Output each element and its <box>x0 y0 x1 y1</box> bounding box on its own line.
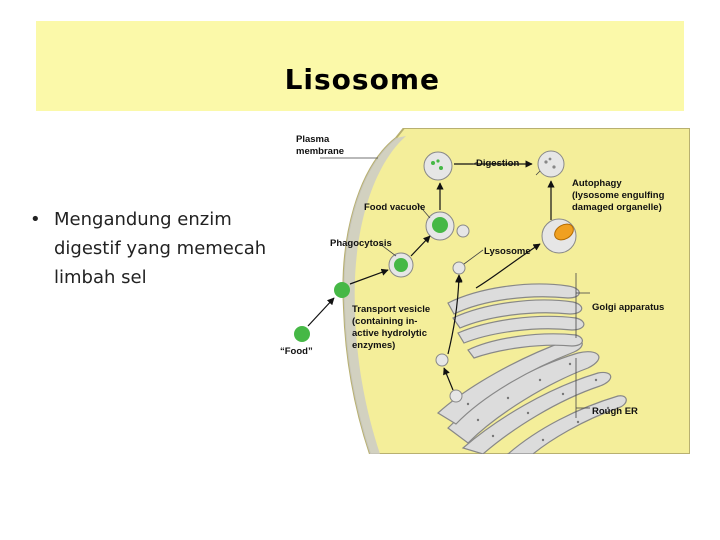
transport-vesicle-low <box>449 389 463 403</box>
autophagy-vesicle <box>541 218 577 254</box>
golgi-apparatus <box>447 283 585 359</box>
lysosome-label: Lysosome <box>484 246 531 257</box>
slide-title: Lisosome <box>284 63 440 96</box>
food-label: “Food” <box>280 346 313 357</box>
food-vacuole-label: Food vacuole <box>364 202 425 213</box>
autophagy-label-1: Autophagy <box>572 178 622 189</box>
digestion-label: Digestion <box>476 158 519 169</box>
label-leaders <box>320 157 590 418</box>
transport-food-vesicle <box>294 282 350 342</box>
phagocytosis-label: Phagocytosis <box>330 238 392 249</box>
transport-vesicle-label-2: (containing in- <box>352 316 417 327</box>
lysosome-small <box>452 261 466 275</box>
rough-er-label: Rough ER <box>592 406 638 417</box>
title-band: Lisosome <box>36 21 684 111</box>
lysosome-diagram: Plasma membrane Digestion Autophagy (lys… <box>278 128 690 454</box>
ribosome-dots <box>466 362 610 442</box>
plasma-membrane-label-2: membrane <box>296 146 344 157</box>
autophagy-vesicle-top <box>537 150 565 178</box>
transport-vesicle-label-4: enzymes) <box>352 340 395 351</box>
plasma-membrane-shadow <box>343 136 406 454</box>
food-vacuole <box>425 211 470 241</box>
bullet-text: Mengandung enzim digestif yang memecah l… <box>54 209 267 288</box>
bullet-dot-icon: • <box>30 209 41 230</box>
bullet-list: • Mengandung enzim digestif yang memecah… <box>30 205 270 292</box>
autophagy-label-2: (lysosome engulfing <box>572 190 665 201</box>
digestion-vesicle <box>423 151 453 181</box>
golgi-label: Golgi apparatus <box>592 302 664 313</box>
phagocytosis-vesicle <box>388 252 414 278</box>
transport-vesicle-label-1: Transport vesicle <box>352 304 430 315</box>
bullet-item: • Mengandung enzim digestif yang memecah… <box>30 205 270 292</box>
plasma-membrane-label-1: Plasma <box>296 134 330 145</box>
transport-vesicle-label-3: active hydrolytic <box>352 328 427 339</box>
transport-vesicle-er <box>435 353 449 367</box>
process-arrows <box>307 160 555 391</box>
autophagy-label-3: damaged organelle) <box>572 202 662 213</box>
